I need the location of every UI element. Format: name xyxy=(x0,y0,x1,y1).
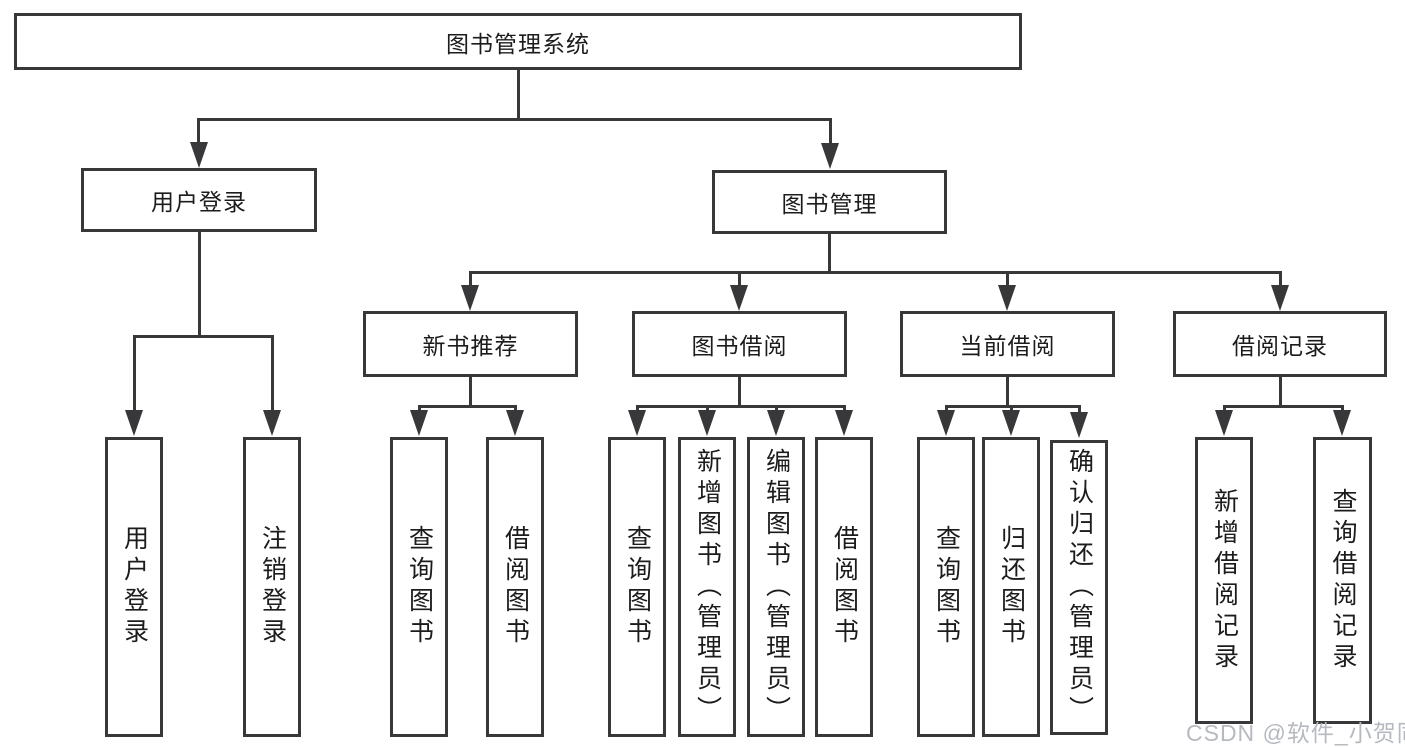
node-new-book-recommend: 新书推荐 xyxy=(363,311,578,377)
leaf-edit-books-admin: 编辑图书（管理员） xyxy=(747,437,805,737)
leaf-label: 确认归还（管理员） xyxy=(1065,448,1094,727)
leaf-label: 注销登录 xyxy=(258,525,287,649)
leaf-add-books-admin: 新增图书（管理员） xyxy=(678,437,736,737)
connector-line xyxy=(1279,271,1282,287)
node-label: 图书管理系统 xyxy=(446,30,590,57)
node-label: 新书推荐 xyxy=(422,333,519,359)
leaf-add-borrow-record: 新增借阅记录 xyxy=(1195,437,1253,724)
leaf-label: 查询图书 xyxy=(932,525,961,649)
node-label: 图书借阅 xyxy=(691,333,788,359)
leaf-user-login: 用户登录 xyxy=(105,437,163,737)
arrowhead-down-icon xyxy=(125,410,143,436)
connector-line xyxy=(738,271,741,287)
node-borrowing-records: 借阅记录 xyxy=(1173,311,1387,377)
leaf-label: 编辑图书（管理员） xyxy=(762,447,791,727)
node-book-borrowing: 图书借阅 xyxy=(632,311,847,377)
connector-line xyxy=(1006,377,1009,407)
leaf-confirm-return-admin: 确认归还（管理员） xyxy=(1050,440,1108,735)
connector-line xyxy=(133,335,273,338)
node-label: 图书管理 xyxy=(781,191,878,217)
leaf-query-books-borrowing: 查询图书 xyxy=(608,437,666,737)
node-book-management: 图书管理 xyxy=(712,170,947,234)
arrowhead-down-icon xyxy=(835,410,853,436)
leaf-label: 查询借阅记录 xyxy=(1329,487,1357,674)
leaf-query-books-recommend: 查询图书 xyxy=(390,437,448,737)
leaf-return-books: 归还图书 xyxy=(982,437,1040,737)
connector-line xyxy=(1223,405,1344,408)
arrowhead-down-icon xyxy=(937,410,955,436)
connector-line xyxy=(197,118,832,121)
arrowhead-down-icon xyxy=(628,410,646,436)
connector-line xyxy=(945,405,1081,408)
arrowhead-down-icon xyxy=(1070,412,1088,438)
arrowhead-down-icon xyxy=(698,410,716,436)
arrowhead-down-icon xyxy=(410,410,428,436)
leaf-label: 用户登录 xyxy=(120,525,149,649)
node-library-system: 图书管理系统 xyxy=(14,13,1022,70)
connector-line xyxy=(469,271,472,287)
connector-line xyxy=(469,271,1281,274)
arrowhead-down-icon xyxy=(506,410,524,436)
leaf-borrow-books-borrowing: 借阅图书 xyxy=(815,437,873,737)
connector-line xyxy=(469,377,472,407)
connector-line xyxy=(133,335,136,412)
leaf-label: 借阅图书 xyxy=(501,525,530,649)
node-current-borrowing: 当前借阅 xyxy=(900,311,1115,377)
leaf-label: 借阅图书 xyxy=(830,525,859,649)
connector-line xyxy=(198,232,201,337)
leaf-label: 新增图书（管理员） xyxy=(693,447,722,727)
arrowhead-down-icon xyxy=(1002,410,1020,436)
connector-line xyxy=(418,405,517,408)
leaf-label: 查询图书 xyxy=(405,525,434,649)
arrowhead-down-icon xyxy=(263,410,281,436)
arrowhead-down-icon xyxy=(190,142,208,168)
arrowhead-down-icon xyxy=(767,410,785,436)
node-label: 用户登录 xyxy=(151,189,247,215)
connector-line xyxy=(271,335,274,412)
connector-line xyxy=(1006,271,1009,287)
leaf-logout: 注销登录 xyxy=(243,437,301,737)
connector-line xyxy=(636,405,846,408)
leaf-label: 查询图书 xyxy=(623,525,652,649)
leaf-label: 归还图书 xyxy=(997,525,1026,649)
node-label: 借阅记录 xyxy=(1232,333,1328,359)
connector-line xyxy=(828,234,831,274)
arrowhead-down-icon xyxy=(461,285,479,311)
leaf-query-borrow-record: 查询借阅记录 xyxy=(1313,437,1372,724)
leaf-label: 新增借阅记录 xyxy=(1210,487,1239,674)
connector-line xyxy=(197,118,200,146)
leaf-query-books-current: 查询图书 xyxy=(917,437,975,737)
leaf-borrow-books-recommend: 借阅图书 xyxy=(486,437,544,737)
arrowhead-down-icon xyxy=(730,285,748,311)
node-user-login: 用户登录 xyxy=(81,168,317,232)
arrowhead-down-icon xyxy=(998,285,1016,311)
connector-line xyxy=(738,377,741,407)
arrowhead-down-icon xyxy=(821,143,839,169)
arrowhead-down-icon xyxy=(1215,410,1233,436)
node-label: 当前借阅 xyxy=(959,333,1056,359)
connector-line xyxy=(517,70,520,120)
connector-line xyxy=(829,118,832,146)
watermark: CSDN @软件_小贺同学 xyxy=(1186,720,1405,746)
arrowhead-down-icon xyxy=(1333,410,1351,436)
connector-line xyxy=(1279,377,1282,407)
arrowhead-down-icon xyxy=(1271,285,1289,311)
connector-line xyxy=(1078,405,1081,415)
